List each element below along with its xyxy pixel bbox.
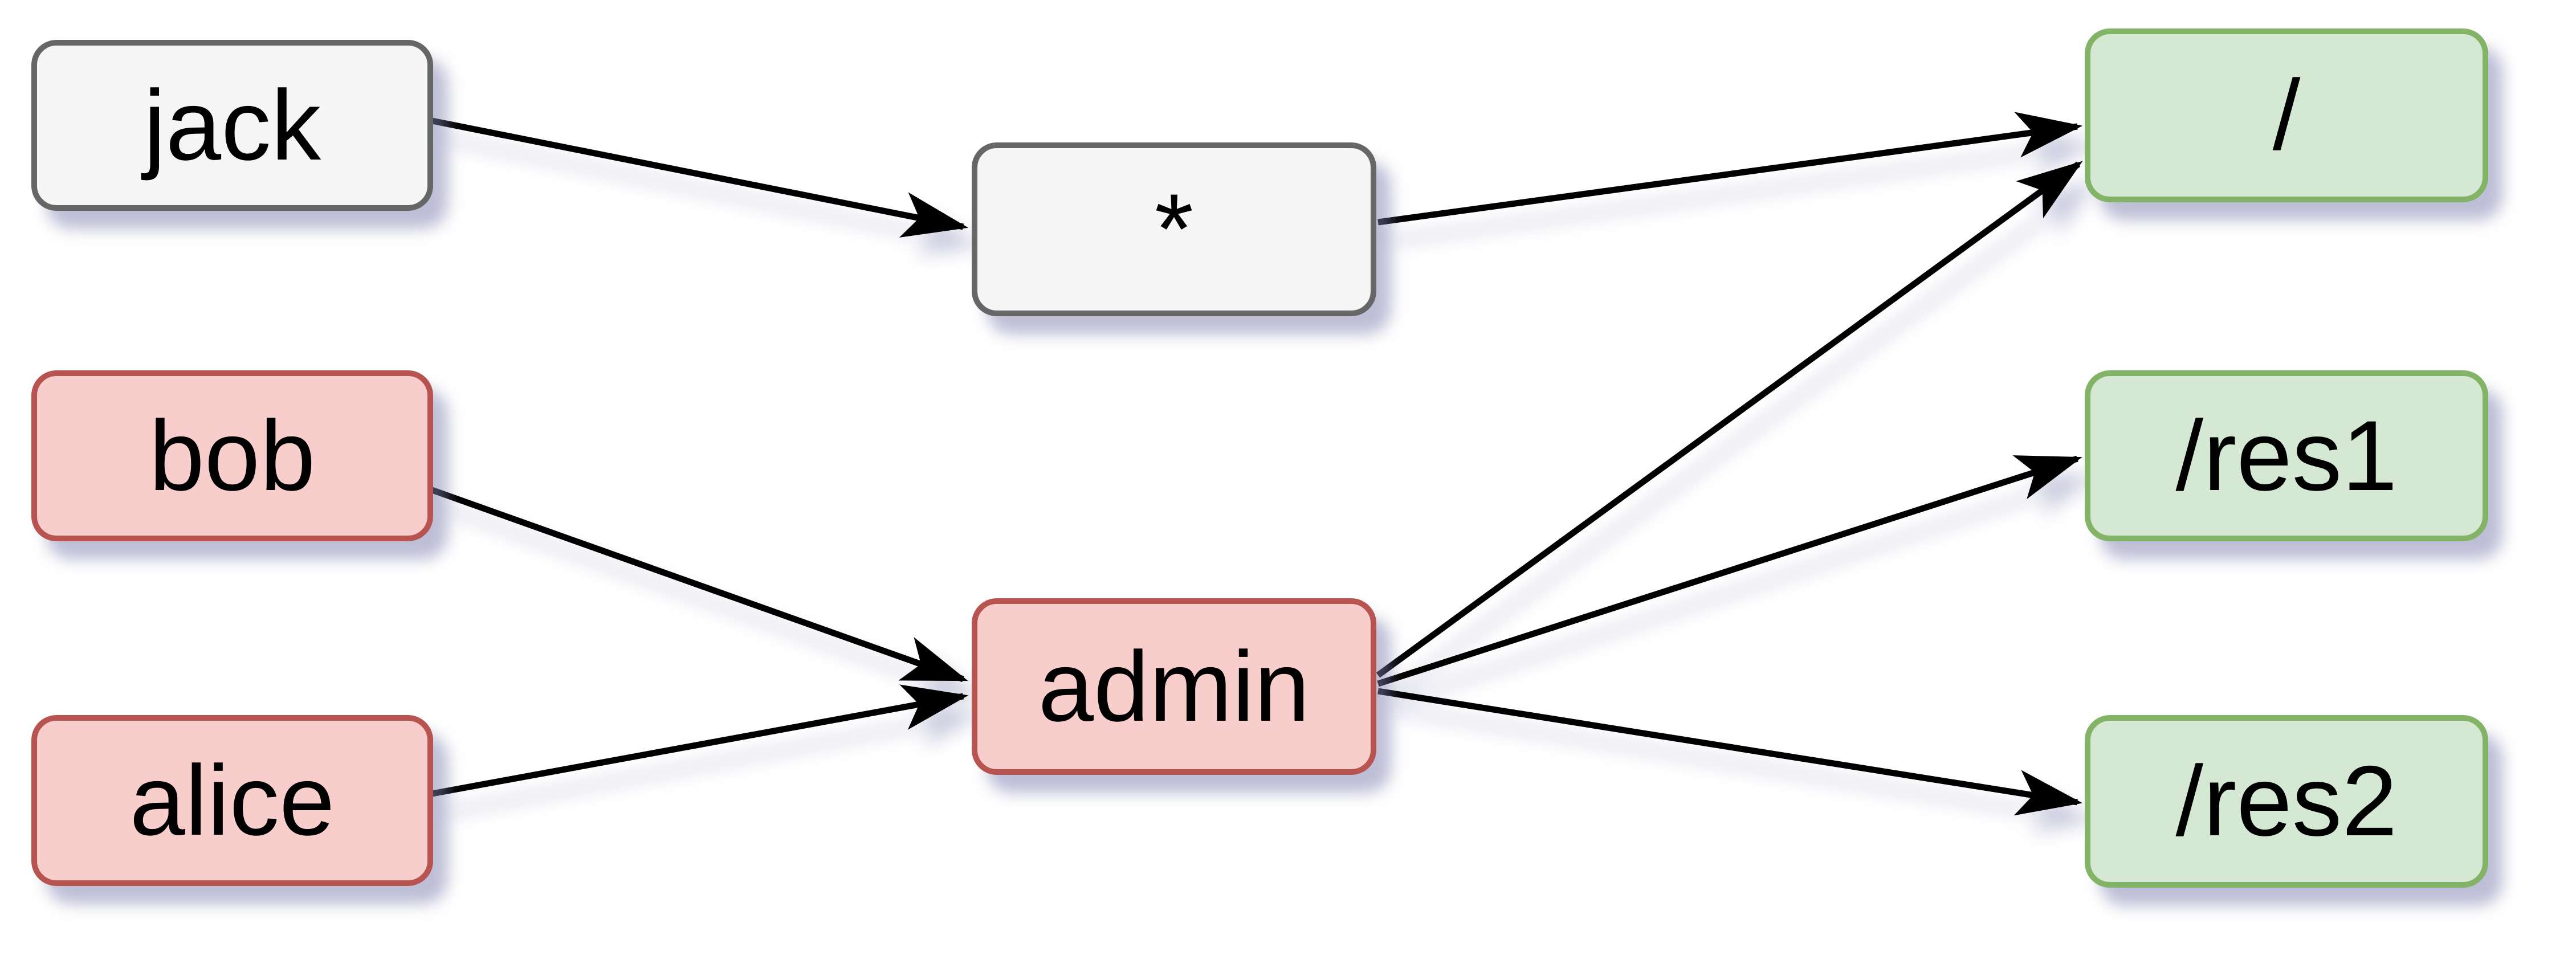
- edge-admin-to-res1: [1377, 455, 2082, 687]
- node-root-resource-label: /: [2272, 60, 2301, 171]
- node-jack: jack: [31, 40, 433, 211]
- node-bob: bob: [31, 370, 433, 541]
- edge-admin-to-res2: [1377, 688, 2083, 816]
- edge-bob-to-admin: [431, 487, 968, 683]
- node-jack-label: jack: [143, 70, 321, 181]
- node-star: *: [972, 142, 1376, 316]
- node-root-resource: /: [2085, 28, 2488, 202]
- node-alice-label: alice: [129, 745, 335, 856]
- node-res2-label: /res2: [2175, 746, 2398, 857]
- edge-alice-to-admin: [431, 684, 969, 797]
- node-bob-label: bob: [149, 400, 316, 512]
- edge-star-to-root: [1377, 112, 2083, 226]
- node-alice: alice: [31, 715, 433, 886]
- node-res1: /res1: [2085, 370, 2488, 541]
- edge-admin-to-root: [1376, 161, 2083, 678]
- node-admin: admin: [972, 598, 1376, 775]
- node-admin-label: admin: [1038, 631, 1310, 742]
- node-res2: /res2: [2085, 715, 2488, 888]
- edge-jack-to-star: [431, 117, 969, 238]
- node-star-label: *: [1154, 174, 1194, 285]
- node-res1-label: /res1: [2175, 400, 2398, 512]
